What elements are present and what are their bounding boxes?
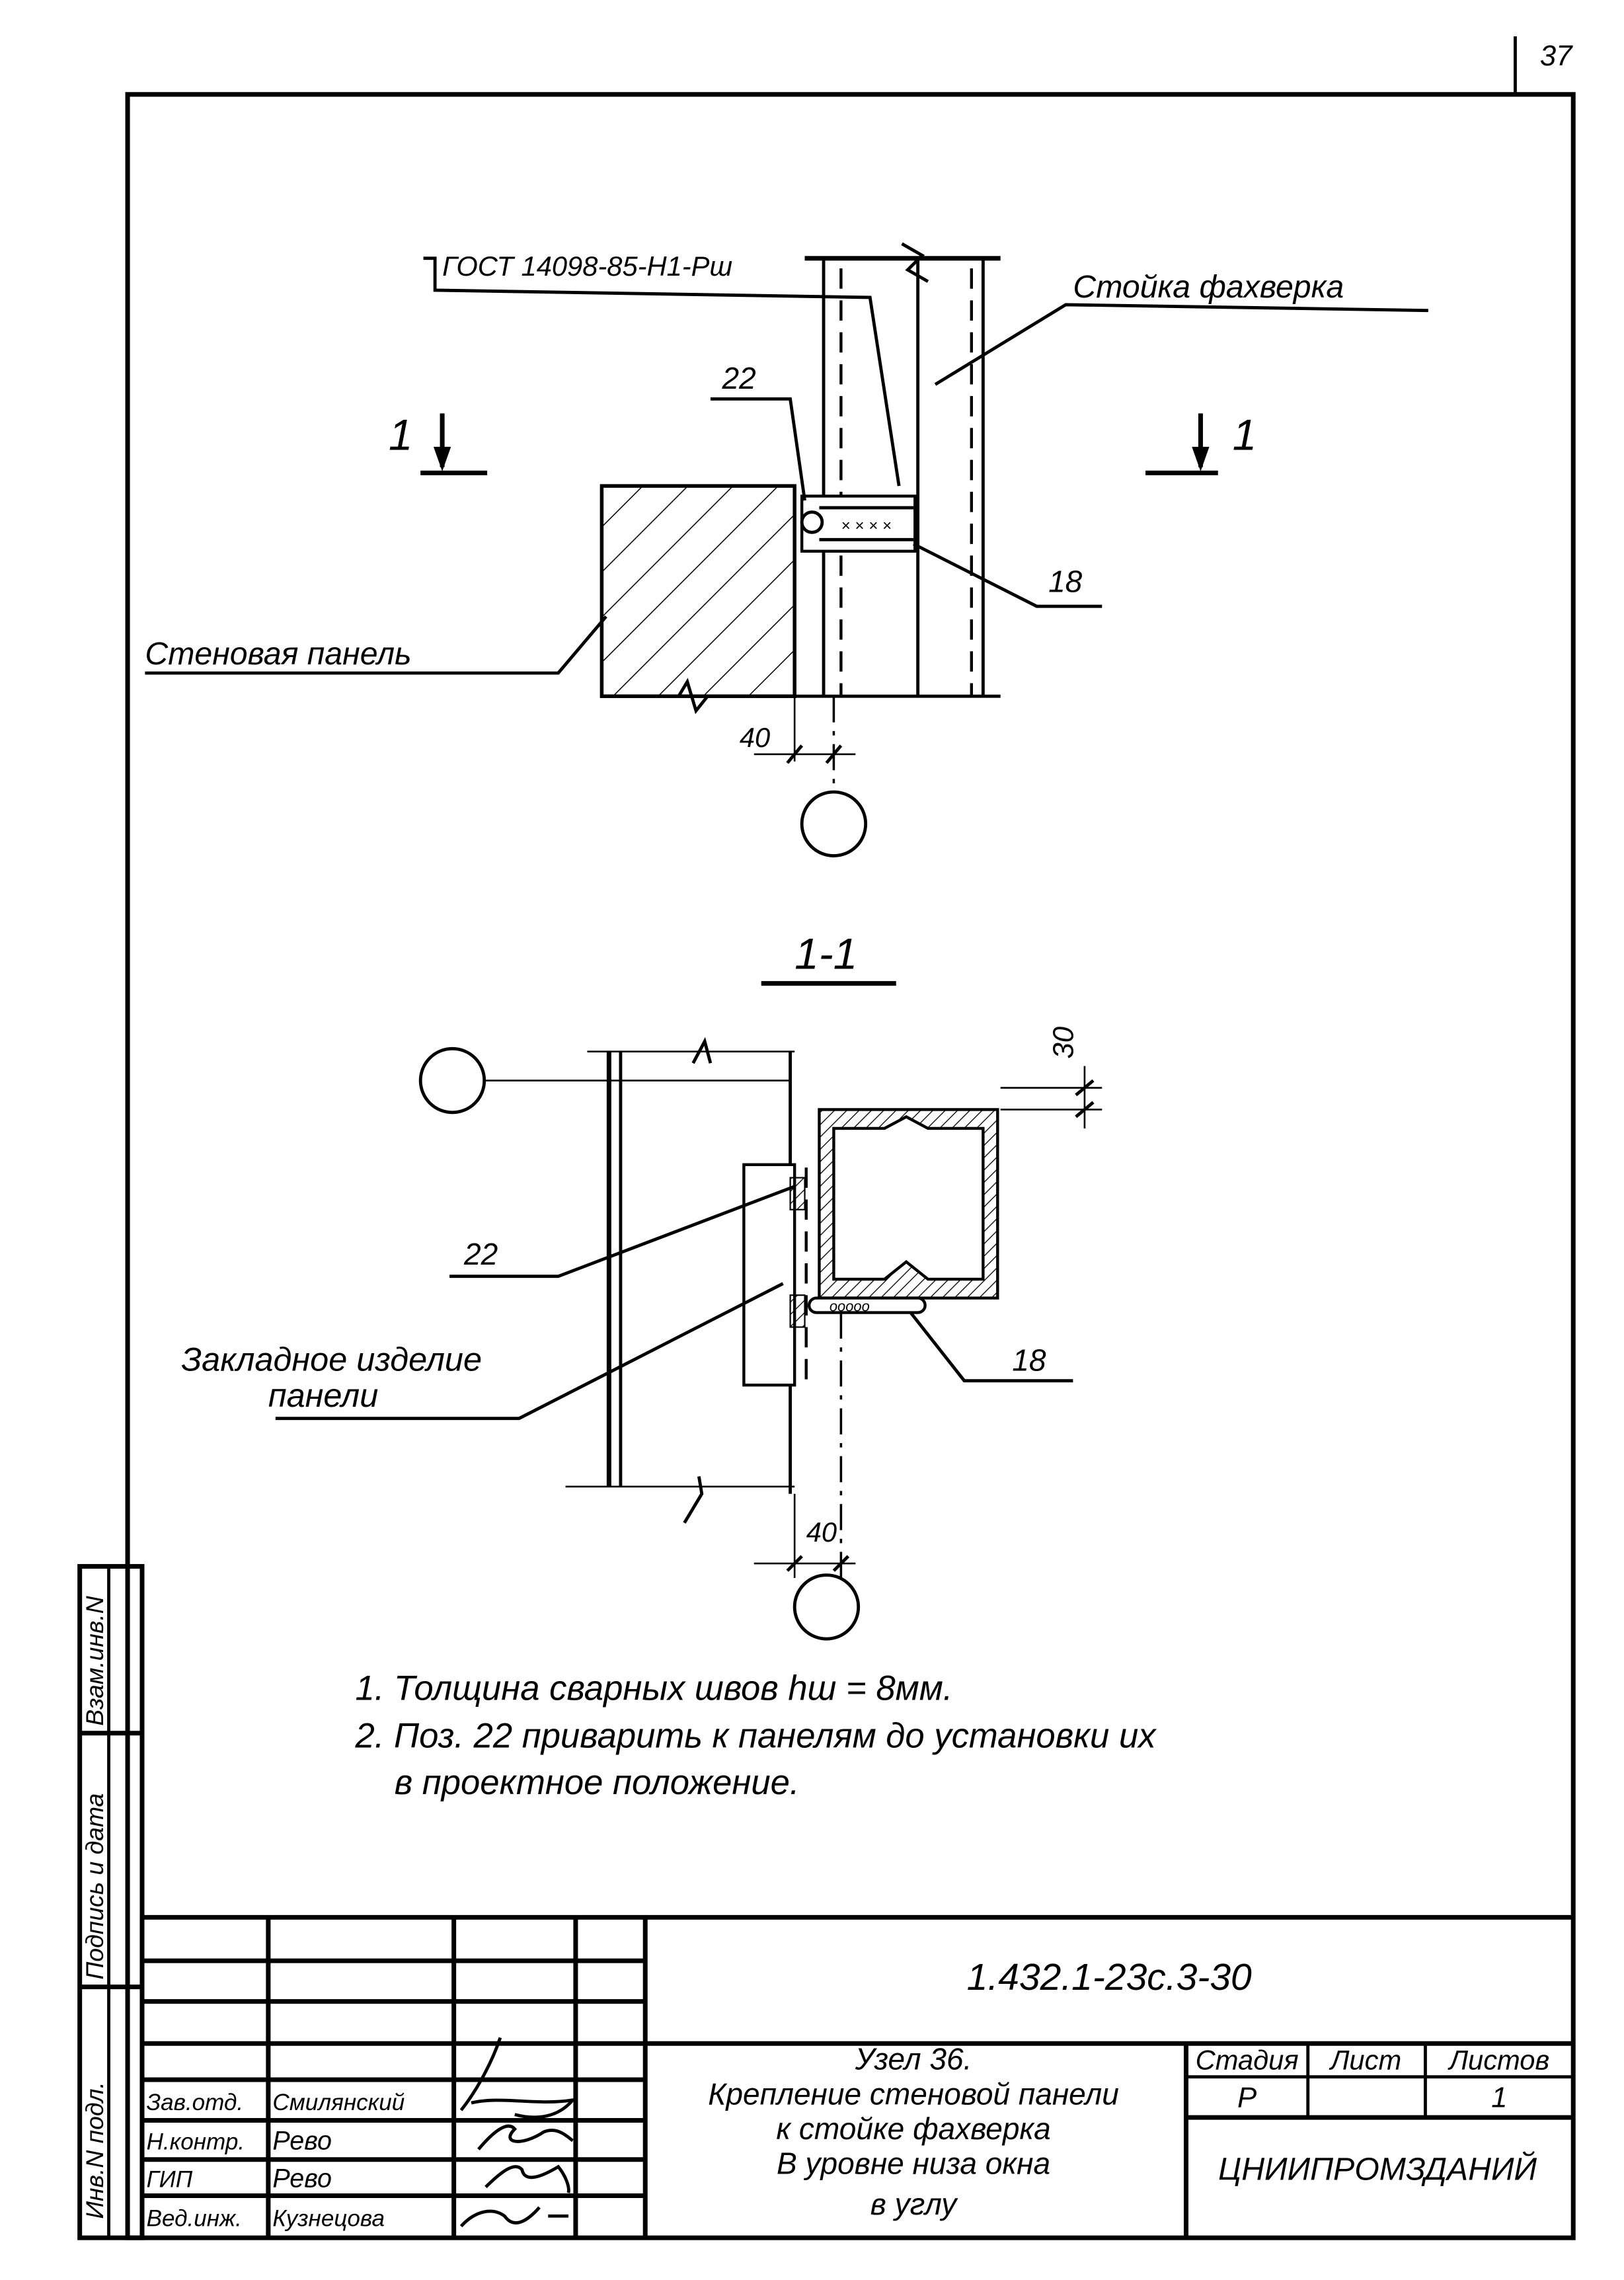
organization: ЦНИИПРОМЗДАНИЙ xyxy=(1218,2150,1537,2187)
stamp-replace-inv: Взам.инв.N xyxy=(81,1596,108,1725)
header-sheet: Лист xyxy=(1329,2045,1401,2076)
section-title: 1-1 xyxy=(794,929,857,978)
pos-22-section-label: 22 xyxy=(463,1237,498,1271)
stage-value: Р xyxy=(1237,2082,1257,2114)
wall-panel-label: Стеновая панель xyxy=(145,636,411,672)
signer-role-2: Н.контр. xyxy=(147,2129,245,2154)
title-line-2: Крепление стеновой панели xyxy=(708,2076,1119,2111)
dim-40-section: 40 xyxy=(806,1516,837,1548)
signature-2 xyxy=(477,2124,574,2150)
column-label: Стойка фахверка xyxy=(1073,269,1344,305)
signer-name-2: Рево xyxy=(272,2126,332,2155)
title-line-1: Узел 36. xyxy=(855,2042,972,2076)
note-1: 1. Толщина сварных швов hш = 8мм. xyxy=(355,1669,952,1708)
document-code: 1.432.1-23с.3-30 xyxy=(967,1956,1252,1998)
axis-marker-circle xyxy=(793,1573,861,1641)
top-view: × × × × ГОСТ 14098-85-Н1-Рш Стойка фахве… xyxy=(145,242,1428,857)
signature-3 xyxy=(484,2164,570,2193)
pos-18-section-label: 18 xyxy=(1012,1343,1046,1377)
notes: 1. Толщина сварных швов hш = 8мм. 2. Поз… xyxy=(354,1669,1157,1802)
stamp-inv-original: Инв.N подл. xyxy=(81,2082,108,2219)
header-stage: Стадия xyxy=(1196,2045,1299,2076)
signer-name-4: Кузнецова xyxy=(272,2206,385,2232)
embedded-item-label-2: панели xyxy=(268,1376,378,1414)
svg-text:ооооо: ооооо xyxy=(830,1298,870,1314)
title-line-5: в углу xyxy=(870,2187,958,2221)
section-mark-right: 1 xyxy=(1233,410,1257,459)
signature-1 xyxy=(459,2037,577,2119)
dim-30: 30 xyxy=(1047,1026,1079,1058)
stamp-sign-date: Подпись и дата xyxy=(81,1793,108,1980)
signer-name-1: Смилянский xyxy=(272,2090,405,2115)
wall-panel xyxy=(599,484,796,698)
sheets-value: 1 xyxy=(1491,2082,1507,2114)
drawing-frame xyxy=(125,92,1576,2240)
page-number: 37 xyxy=(1540,40,1573,72)
signer-role-4: Вед.инж. xyxy=(147,2206,242,2232)
pos-18-label: 18 xyxy=(1048,564,1083,598)
title-line-3: к стойке фахверка xyxy=(776,2111,1050,2146)
axis-marker-circle xyxy=(418,1046,486,1115)
embedded-item-label-1: Закладное изделие xyxy=(181,1340,482,1378)
gost-weld-label: ГОСТ 14098-85-Н1-Рш xyxy=(442,251,732,282)
header-sheets: Листов xyxy=(1447,2045,1549,2076)
note-3: в проектное положение. xyxy=(395,1763,800,1802)
section-view: 1-1 ооооо 30 22 Закладное изд xyxy=(181,929,1102,1641)
weld-marks: × × × × xyxy=(841,517,891,535)
signer-name-3: Рево xyxy=(272,2164,332,2193)
note-2: 2. Поз. 22 приварить к панелям до устано… xyxy=(354,1717,1157,1756)
signer-role-3: ГИП xyxy=(147,2166,193,2192)
title-line-4: В уровне низа окна xyxy=(777,2146,1050,2181)
signature-4 xyxy=(459,2206,568,2228)
axis-marker-circle xyxy=(800,790,868,857)
dim-40-top: 40 xyxy=(740,722,770,753)
section-mark-left: 1 xyxy=(389,410,413,459)
pos-22-label: 22 xyxy=(721,361,755,395)
side-stamp: Взам.инв.N Подпись и дата Инв.N подл. xyxy=(77,1563,145,2240)
title-block: 1.432.1-23с.3-30 Узел 36. Крепление стен… xyxy=(139,1914,1574,2238)
signer-role-1: Зав.отд. xyxy=(147,2090,244,2115)
